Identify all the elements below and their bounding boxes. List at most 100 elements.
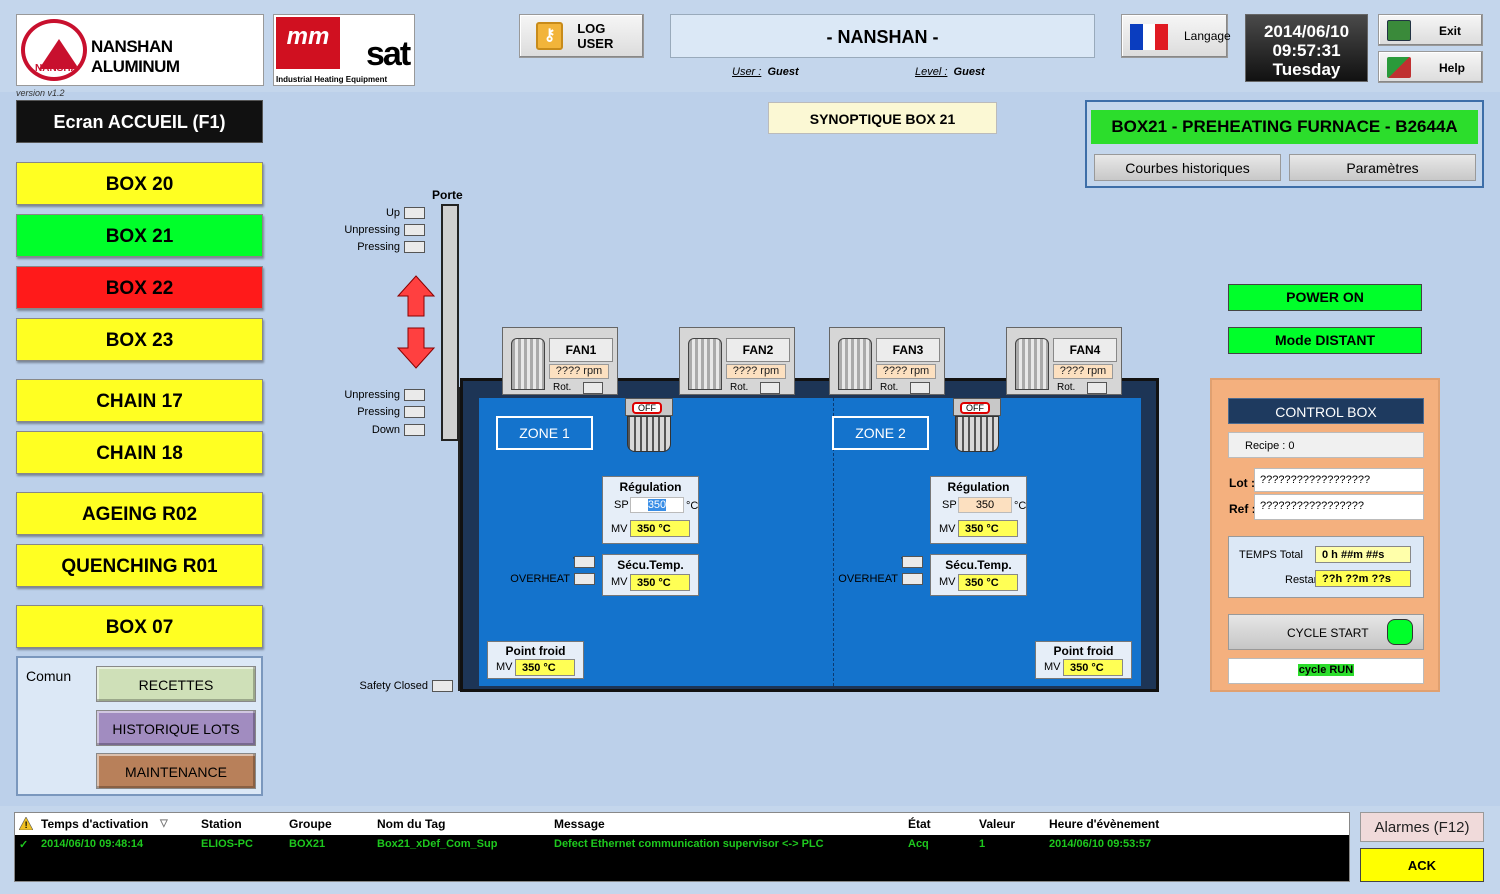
nav-box-22[interactable]: BOX 22 [16, 266, 263, 309]
control-box-title: CONTROL BOX [1228, 398, 1424, 424]
zone-2-sp-input[interactable]: 350 [958, 497, 1012, 513]
fan-3-motor-icon [838, 338, 872, 390]
door-pressing-top-indicator [404, 241, 425, 253]
fan-3[interactable]: FAN3 ???? rpm Rot. [829, 327, 945, 395]
remote-mode-indicator: Mode DISTANT [1228, 327, 1422, 354]
zone-1-burner[interactable]: OFF [625, 398, 673, 454]
door-unpressing-top-indicator [404, 224, 425, 236]
zone-2-sp-unit: °C [1014, 500, 1027, 512]
history-curves-button[interactable]: Courbes historiques [1094, 154, 1281, 181]
arrow-down-icon[interactable] [396, 326, 436, 370]
zone-1-cold-point: Point froid MV 350 °C [487, 641, 584, 679]
parameters-button[interactable]: Paramètres [1289, 154, 1476, 181]
zone-1-sp-input[interactable]: 350 [630, 497, 684, 513]
ref-field[interactable]: ????????????????? [1254, 494, 1424, 520]
fan-2-rot-label: Rot. [730, 382, 749, 393]
home-screen-button[interactable]: Ecran ACCUEIL (F1) [16, 100, 263, 143]
nav-chain-17[interactable]: CHAIN 17 [16, 379, 263, 422]
clock-date: 2014/06/10 [1263, 22, 1350, 41]
fan-2[interactable]: FAN2 ???? rpm Rot. [679, 327, 795, 395]
zone-1-overheat-indicator [574, 573, 595, 585]
alarm-group: BOX21 [289, 838, 326, 850]
col-station[interactable]: Station [201, 817, 242, 831]
zone-1-mv-value: 350 °C [630, 520, 690, 537]
ref-label: Ref : [1229, 502, 1256, 516]
alarms-button[interactable]: Alarmes (F12) [1360, 812, 1484, 842]
fan-4[interactable]: FAN4 ???? rpm Rot. [1006, 327, 1122, 395]
zone-1-sp-label: SP [614, 499, 629, 511]
alarm-tag: Box21_xDef_Com_Sup [377, 838, 498, 850]
nav-box-20[interactable]: BOX 20 [16, 162, 263, 205]
fan-4-rot-indicator [1087, 382, 1107, 394]
box-header-panel: BOX21 - PREHEATING FURNACE - B2644A Cour… [1085, 100, 1484, 188]
nav-box-23[interactable]: BOX 23 [16, 318, 263, 361]
col-state[interactable]: État [908, 817, 931, 831]
col-group[interactable]: Groupe [289, 817, 332, 831]
sort-arrow-icon[interactable]: ▽ [160, 818, 168, 829]
zone-2-tsh-indicator [902, 556, 923, 568]
check-icon: ✓ [19, 839, 29, 851]
zone-2-label: ZONE 2 [832, 416, 929, 450]
zone-1-label: ZONE 1 [496, 416, 593, 450]
col-tag-name[interactable]: Nom du Tag [377, 817, 446, 831]
sat-logo-mark: mm [276, 17, 340, 69]
zone-2-cold-point-mv-label: MV [1044, 661, 1061, 673]
exit-button[interactable]: Exit [1378, 14, 1483, 46]
cycle-start-button[interactable]: CYCLE START [1228, 614, 1424, 650]
ack-button[interactable]: ACK [1360, 848, 1484, 882]
cycle-status-value: cycle RUN [1297, 664, 1355, 676]
exit-door-icon [1387, 20, 1411, 41]
arrow-up-icon[interactable] [396, 274, 436, 318]
zone-1-cold-point-mv-label: MV [496, 661, 513, 673]
log-user-button[interactable]: ⚷ LOG USER [519, 14, 644, 58]
sat-logo: mm sat Industrial Heating Equipment [273, 14, 415, 86]
level-info: Level : Guest [915, 66, 985, 78]
alarm-event-time: 2014/06/10 09:53:57 [1049, 838, 1152, 850]
zone-1-safety-temp: Sécu.Temp. MV 350 °C [602, 554, 699, 596]
zone-2-burner[interactable]: OFF [953, 398, 1001, 454]
col-event-time[interactable]: Heure d'évènement [1049, 817, 1160, 831]
zone-2-cold-point-value: 350 °C [1063, 659, 1123, 676]
clock: 2014/06/10 09:57:31 Tuesday [1245, 14, 1368, 82]
lot-history-button[interactable]: HISTORIQUE LOTS [96, 710, 256, 746]
recipes-button[interactable]: RECETTES [96, 666, 256, 702]
zone-2-regulation: Régulation SP 350 °C MV 350 °C [930, 476, 1027, 544]
nav-quenching-r01[interactable]: QUENCHING R01 [16, 544, 263, 587]
cycle-start-label: CYCLE START [1287, 626, 1369, 640]
help-button[interactable]: Help [1378, 51, 1483, 83]
fan-1[interactable]: FAN1 ???? rpm Rot. [502, 327, 618, 395]
common-label: Comun [26, 668, 72, 684]
nav-ageing-r02[interactable]: AGEING R02 [16, 492, 263, 535]
nav-box-21[interactable]: BOX 21 [16, 214, 263, 257]
zone-2-regulation-title: Régulation [947, 480, 1010, 494]
nanshan-logo-text: NANSHAN ALUMINUM [91, 37, 180, 76]
version-label: version v1.2 [16, 88, 65, 98]
level-value: Guest [953, 66, 985, 78]
recipe-field[interactable]: Recipe : 0 [1228, 432, 1424, 458]
nav-chain-18[interactable]: CHAIN 18 [16, 431, 263, 474]
alarm-table-header: ! Temps d'activation ▽ Station Groupe No… [15, 813, 1349, 835]
col-activation-time[interactable]: Temps d'activation [41, 817, 149, 831]
nav-box-07[interactable]: BOX 07 [16, 605, 263, 648]
door-up-indicator [404, 207, 425, 219]
alarm-activation-time: 2014/06/10 09:48:14 [41, 838, 144, 850]
help-book-icon [1387, 57, 1411, 78]
user-info: User : Guest [732, 66, 799, 78]
safety-closed-indicator [432, 680, 453, 692]
language-button[interactable]: Langage [1121, 14, 1231, 58]
total-time-value: 0 h ##m ##s [1315, 546, 1411, 563]
zone-2-sp-label: SP [942, 499, 957, 511]
sat-logo-subtitle: Industrial Heating Equipment [276, 75, 388, 84]
zone-1-sp-value: 350 [647, 499, 667, 511]
col-message[interactable]: Message [554, 817, 605, 831]
french-flag-icon [1130, 24, 1169, 50]
fan-3-rot-label: Rot. [880, 382, 899, 393]
language-label: Langage [1184, 29, 1231, 43]
fan-1-rot-label: Rot. [553, 382, 572, 393]
cycle-status-field: cycle RUN [1228, 658, 1424, 684]
lot-field[interactable]: ?????????????????? [1254, 468, 1424, 492]
zone-2-mv-value: 350 °C [958, 520, 1018, 537]
col-value[interactable]: Valeur [979, 817, 1016, 831]
maintenance-button[interactable]: MAINTENANCE [96, 753, 256, 789]
svg-text:!: ! [25, 820, 28, 830]
